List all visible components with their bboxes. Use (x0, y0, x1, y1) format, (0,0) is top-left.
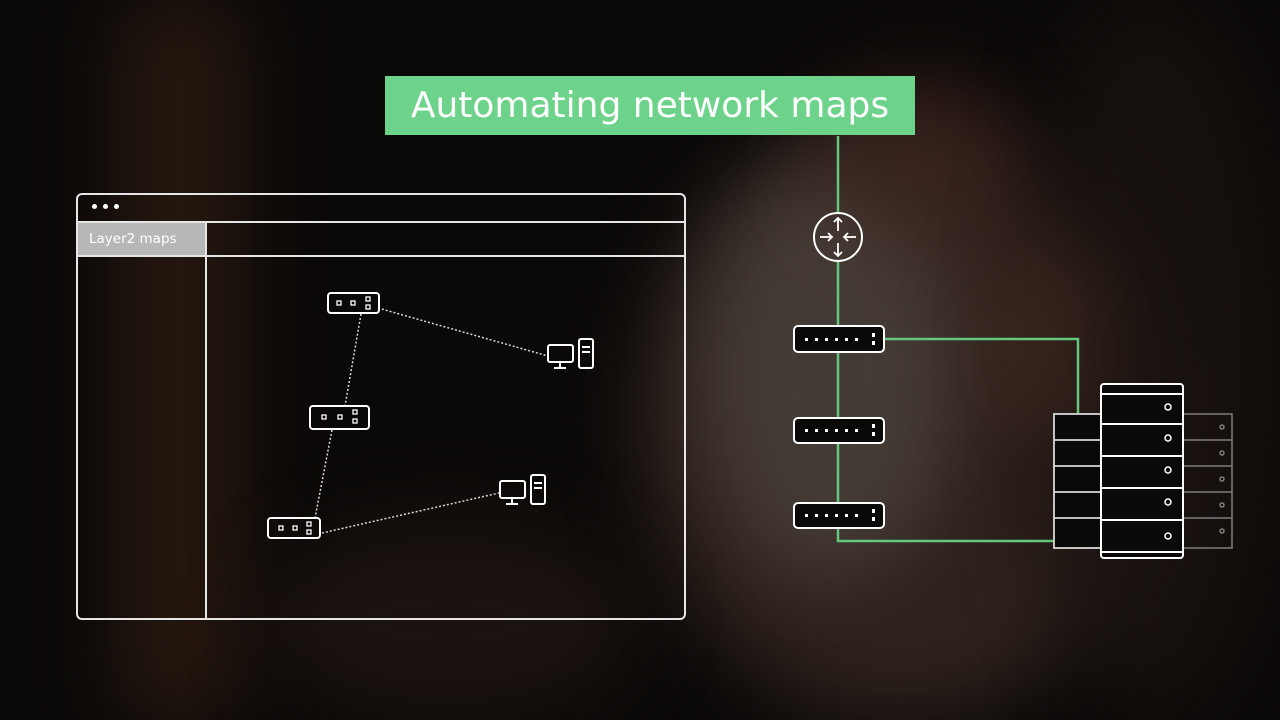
window-dots-icon[interactable] (92, 204, 119, 209)
network-links (836, 136, 1080, 543)
server-rack-icon[interactable] (1053, 383, 1233, 559)
switch-icon[interactable] (793, 417, 885, 444)
window-titlebar (78, 195, 684, 223)
sidebar-divider (205, 223, 207, 618)
map-links (314, 307, 549, 534)
bg-doorframe (120, 0, 240, 720)
bg-floor (260, 520, 640, 720)
router-icon[interactable] (813, 212, 863, 262)
switch-icon[interactable] (793, 502, 885, 529)
tab-row: Layer2 maps (78, 223, 684, 257)
tab-layer2-maps[interactable]: Layer2 maps (78, 223, 205, 255)
map-switch-icon[interactable] (327, 292, 380, 314)
computer-icon[interactable] (547, 338, 594, 369)
app-window: Layer2 maps (76, 193, 686, 620)
switch-icon[interactable] (793, 325, 885, 353)
map-switch-icon[interactable] (267, 517, 321, 539)
computer-icon[interactable] (499, 474, 546, 505)
title-banner: Automating network maps (385, 76, 915, 135)
map-switch-icon[interactable] (309, 405, 370, 430)
